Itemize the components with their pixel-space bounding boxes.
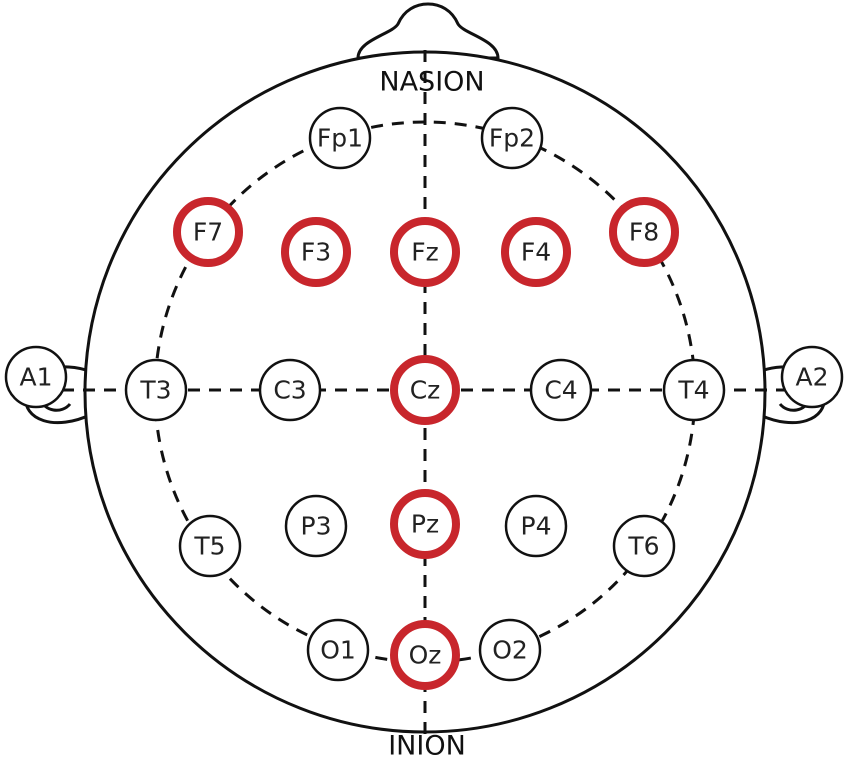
electrode-t4-circle — [662, 358, 726, 422]
electrode-o2-label: O2 — [492, 636, 528, 665]
electrode-p3: P3 — [284, 494, 348, 558]
electrode-pz: Pz — [390, 489, 460, 559]
electrode-p3-circle — [284, 494, 348, 558]
electrode-t5: T5 — [178, 514, 242, 578]
electrode-o2: O2 — [478, 618, 542, 682]
electrode-f7: F7 — [173, 197, 243, 267]
inion-label: INION — [388, 731, 466, 762]
electrode-f3-label: F3 — [301, 238, 331, 267]
electrode-fp2-circle — [480, 106, 544, 170]
electrode-t5-label: T5 — [193, 532, 225, 561]
electrode-t5-circle — [178, 514, 242, 578]
electrode-f8-highlight-ring — [609, 197, 679, 267]
electrode-t6-circle — [612, 514, 676, 578]
electrode-pz-label: Pz — [411, 510, 439, 539]
electrode-a2-circle — [780, 345, 844, 409]
electrode-fz-label: Fz — [411, 238, 439, 267]
electrode-a2: A2 — [780, 345, 844, 409]
electrode-oz-label: Oz — [409, 641, 442, 670]
electrode-f3: F3 — [281, 217, 351, 287]
electrode-a2-label: A2 — [795, 363, 828, 392]
electrode-t3-label: T3 — [139, 376, 171, 405]
electrode-p4: P4 — [504, 494, 568, 558]
electrode-fp1-circle — [308, 106, 372, 170]
electrode-c3-label: C3 — [273, 376, 306, 405]
electrode-t3-circle — [124, 358, 188, 422]
electrode-c3: C3 — [258, 358, 322, 422]
electrode-cz: Cz — [390, 355, 460, 425]
electrode-c4-circle — [529, 358, 593, 422]
electrode-a1-label: A1 — [19, 363, 52, 392]
electrode-cz-highlight-ring — [390, 355, 460, 425]
electrode-p4-label: P4 — [521, 512, 552, 541]
electrode-a1-circle — [4, 345, 68, 409]
electrode-cz-label: Cz — [410, 376, 441, 405]
electrode-fz-highlight-ring — [390, 217, 460, 287]
nose-outline — [356, 2, 500, 60]
electrode-t4: T4 — [662, 358, 726, 422]
electrode-t6-label: T6 — [627, 532, 659, 561]
electrode-p3-label: P3 — [301, 512, 332, 541]
electrode-o2-circle — [478, 618, 542, 682]
electrode-f7-highlight-ring — [173, 197, 243, 267]
electrode-fp1: Fp1 — [308, 106, 372, 170]
electrode-fz: Fz — [390, 217, 460, 287]
electrode-f4-label: F4 — [521, 238, 551, 267]
electrode-o1-label: O1 — [320, 636, 356, 665]
electrode-p4-circle — [504, 494, 568, 558]
electrode-oz-highlight-ring — [390, 620, 460, 690]
electrode-f3-highlight-ring — [281, 217, 351, 287]
electrode-f4-highlight-ring — [501, 217, 571, 287]
electrode-t6: T6 — [612, 514, 676, 578]
electrode-fp2: Fp2 — [480, 106, 544, 170]
electrode-a1: A1 — [4, 345, 68, 409]
electrode-fp2-label: Fp2 — [489, 124, 535, 153]
electrode-f4: F4 — [501, 217, 571, 287]
electrode-f8-label: F8 — [629, 218, 659, 247]
electrode-f8: F8 — [609, 197, 679, 267]
electrode-t4-label: T4 — [677, 376, 709, 405]
electrode-t3: T3 — [124, 358, 188, 422]
electrode-oz: Oz — [390, 620, 460, 690]
electrode-o1: O1 — [306, 618, 370, 682]
electrode-c4-label: C4 — [544, 376, 577, 405]
nasion-label: NASION — [379, 67, 484, 98]
electrode-pz-highlight-ring — [390, 489, 460, 559]
electrode-fp1-label: Fp1 — [317, 124, 363, 153]
electrode-c3-circle — [258, 358, 322, 422]
electrode-c4: C4 — [529, 358, 593, 422]
electrode-o1-circle — [306, 618, 370, 682]
electrode-f7-label: F7 — [193, 218, 223, 247]
